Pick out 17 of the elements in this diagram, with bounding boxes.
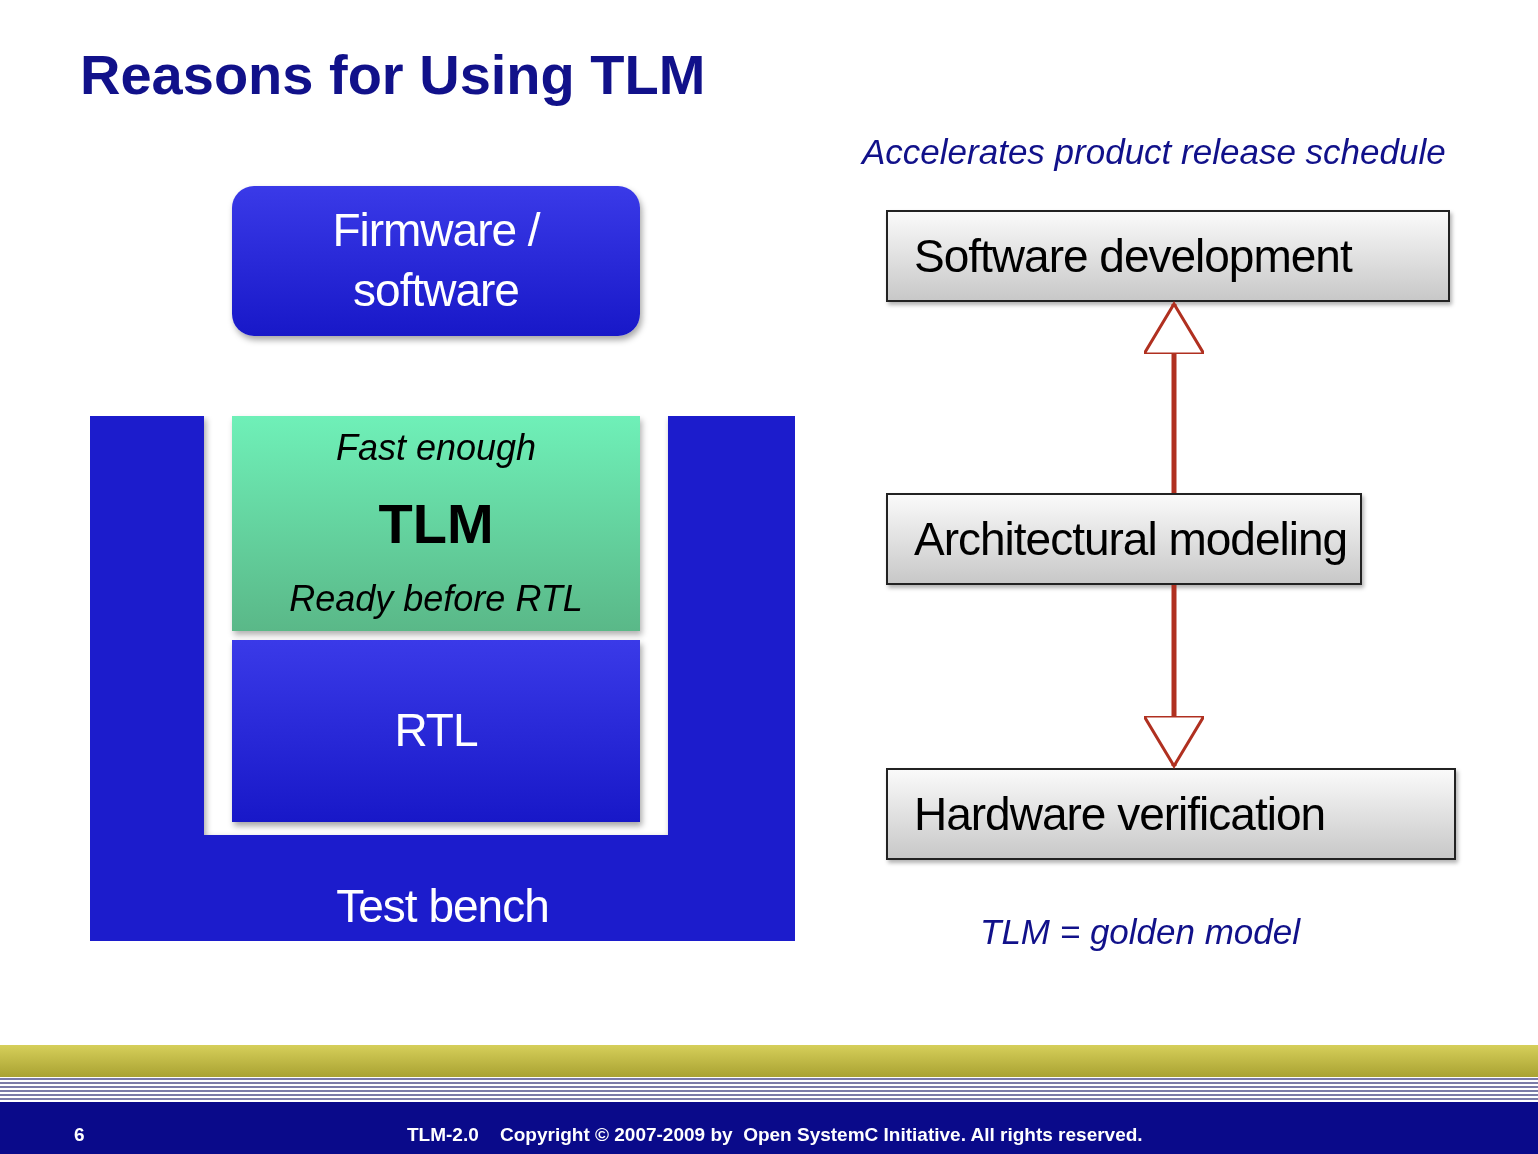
block-heading: TLM <box>378 491 494 556</box>
slide-title: Reasons for Using TLM <box>80 42 706 107</box>
block-note: Ready before RTL <box>289 578 583 620</box>
block-label: RTL <box>394 703 478 759</box>
copyright-text: Copyright © 2007-2009 by Open SystemC Initiative. All rights reserved. <box>500 1124 1143 1146</box>
block-label: Firmware / software <box>331 203 542 318</box>
page-number: 6 <box>74 1124 85 1146</box>
arrow <box>1142 302 1206 493</box>
arrow <box>1142 585 1206 768</box>
block-note: Fast enough <box>335 427 537 469</box>
block-label: Architectural modeling <box>914 512 1348 566</box>
tagline: Accelerates product release schedule <box>862 132 1446 172</box>
block-label: Software development <box>914 229 1352 283</box>
note: TLM = golden model <box>980 912 1301 952</box>
block-label: Hardware verification <box>914 787 1326 841</box>
footer-text: TLM-2.0 <box>407 1124 479 1146</box>
block-label: Test bench <box>335 879 550 933</box>
